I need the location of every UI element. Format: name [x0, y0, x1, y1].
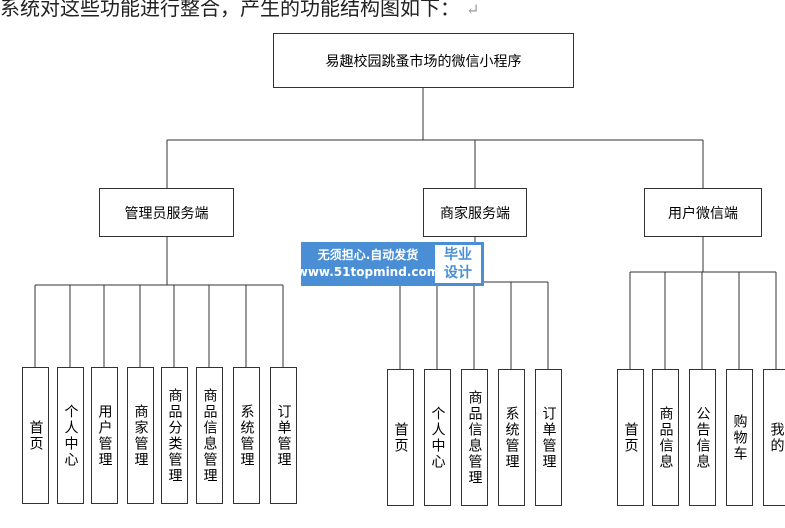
admin-leaf-categories: 商品分类管理: [161, 367, 188, 504]
leaf-label: 商品信息管理: [201, 387, 218, 484]
branch-admin: 管理员服务端: [99, 188, 234, 237]
leaf-label: 商家管理: [132, 403, 149, 468]
user-leaf-notices: 公告信息: [689, 369, 716, 506]
admin-leaf-merchants: 商家管理: [127, 367, 154, 504]
admin-leaf-users: 用户管理: [91, 367, 118, 504]
leaf-label: 购物车: [731, 413, 748, 462]
watermark-tag1: 毕业: [444, 247, 472, 263]
branch-merchant: 商家服务端: [423, 188, 527, 237]
leaf-label: 订单管理: [540, 405, 557, 470]
merchant-leaf-products: 商品信息管理: [461, 369, 488, 506]
merchant-leaf-home: 首页: [387, 369, 414, 506]
watermark-line2: www.51topmind.com: [296, 265, 440, 279]
leaf-label: 公告信息: [694, 405, 711, 470]
leaf-label: 首页: [27, 419, 44, 452]
admin-leaf-products: 商品信息管理: [196, 367, 223, 504]
watermark-line1: 无须担心.自动发货: [317, 248, 419, 262]
branch-admin-label: 管理员服务端: [124, 205, 209, 222]
leaf-label: 首页: [392, 421, 409, 454]
leaf-label: 首页: [622, 421, 639, 454]
leaf-label: 我的: [768, 421, 785, 454]
leaf-label: 用户管理: [96, 403, 113, 468]
intro-caption: 系统对这些功能进行整合，产生的功能结构图如下： ↵: [0, 0, 479, 21]
leaf-label: 商品分类管理: [166, 387, 183, 484]
admin-leaf-home: 首页: [22, 367, 49, 504]
branch-merchant-label: 商家服务端: [440, 205, 510, 222]
merchant-leaf-system: 系统管理: [498, 369, 525, 506]
merchant-leaf-orders: 订单管理: [535, 369, 562, 506]
watermark-badge: 无须担心.自动发货 www.51topmind.com 毕业 设计: [297, 242, 484, 286]
return-mark: ↵: [466, 0, 480, 19]
watermark-text: 无须担心.自动发货 www.51topmind.com: [297, 242, 440, 286]
root-node: 易趣校园跳蚤市场的微信小程序: [273, 33, 574, 88]
leaf-label: 系统管理: [503, 405, 520, 470]
user-leaf-home: 首页: [617, 369, 644, 506]
merchant-leaf-profile: 个人中心: [424, 369, 451, 506]
leaf-label: 商品信息管理: [466, 389, 483, 486]
leaf-label: 系统管理: [238, 403, 255, 468]
admin-leaf-orders: 订单管理: [270, 367, 297, 504]
admin-leaf-system: 系统管理: [233, 367, 260, 504]
leaf-label: 个人中心: [62, 403, 79, 468]
leaf-label: 个人中心: [429, 405, 446, 470]
user-leaf-products: 商品信息: [652, 369, 679, 506]
watermark-tag: 毕业 设计: [435, 245, 481, 283]
admin-leaf-profile: 个人中心: [57, 367, 84, 504]
leaf-label: 订单管理: [275, 403, 292, 468]
caption-text: 系统对这些功能进行整合，产生的功能结构图如下：: [0, 0, 460, 20]
branch-user-label: 用户微信端: [668, 205, 738, 222]
root-label: 易趣校园跳蚤市场的微信小程序: [325, 53, 522, 70]
user-leaf-cart: 购物车: [726, 369, 753, 506]
branch-user: 用户微信端: [644, 188, 762, 237]
user-leaf-mine: 我的: [763, 369, 785, 506]
watermark-tag2: 设计: [444, 265, 472, 281]
leaf-label: 商品信息: [657, 405, 674, 470]
